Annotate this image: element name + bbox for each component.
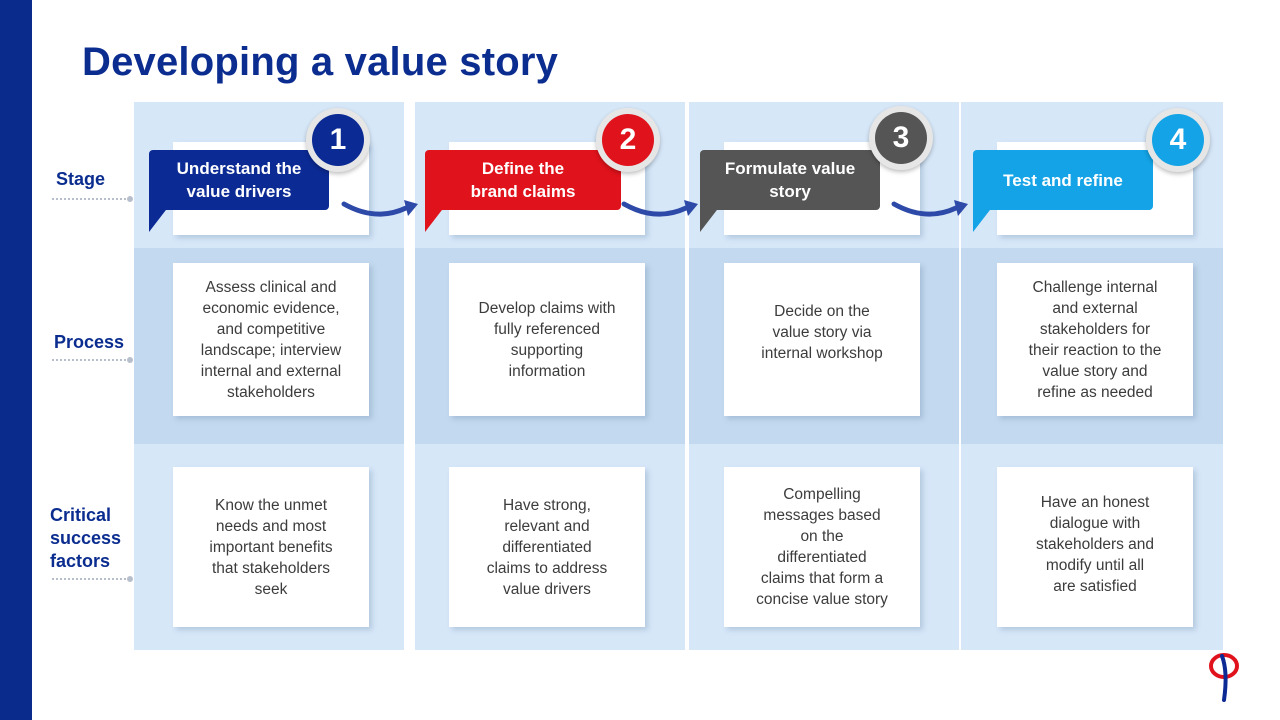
callout-tail xyxy=(700,206,720,232)
process-text-line: landscape; interview xyxy=(200,341,342,359)
process-text-line: value story via xyxy=(772,324,872,341)
csf-card: Have strong, relevant and differentiated… xyxy=(449,467,645,627)
stage-title-line: Define the xyxy=(481,159,565,178)
stage-title-line: value drivers xyxy=(186,182,292,201)
step-number: 4 xyxy=(1152,114,1204,166)
csf-text-line: claims to address xyxy=(486,559,608,577)
csf-card: Know the unmet needs and most important … xyxy=(173,467,369,627)
stage-title-line: brand claims xyxy=(470,182,576,201)
process-text-line: value story and xyxy=(1042,362,1148,380)
stage-callout: Define the brand claims xyxy=(425,150,621,210)
next-step-arrow-1 xyxy=(341,200,418,217)
csf-card: Have an honest dialogue with stakeholder… xyxy=(997,467,1193,627)
csf-text-line: needs and most xyxy=(215,517,327,535)
csf-text-line: modify until all xyxy=(1045,557,1145,574)
callout-tail xyxy=(973,206,993,232)
csf-dotted-connector xyxy=(52,576,133,582)
page-title: Developing a value story xyxy=(82,40,559,84)
row-label-stage: Stage xyxy=(56,169,106,189)
process-text-line: fully referenced xyxy=(494,320,600,338)
step-number-badge: 2 xyxy=(596,108,660,172)
row-label-csf-line: factors xyxy=(50,551,111,571)
callout-tail xyxy=(425,206,445,232)
company-logo-icon xyxy=(1209,653,1239,702)
row-label-csf-line: Critical xyxy=(50,505,112,525)
step-column-1: Assess clinical and economic evidence, a… xyxy=(134,102,404,650)
step-column-3: Decide on the value story via internal w… xyxy=(689,102,959,650)
csf-text-line: claims that form a xyxy=(760,570,884,587)
process-text-line: internal workshop xyxy=(761,345,883,362)
csf-text-line: that stakeholders xyxy=(211,559,331,577)
process-text-line: Challenge internal xyxy=(1032,278,1158,296)
process-dotted-connector xyxy=(52,357,133,363)
process-text-line: refine as needed xyxy=(1037,383,1153,401)
process-text-line: and external xyxy=(1052,299,1138,317)
next-step-arrow-2 xyxy=(621,200,698,217)
step-number-badge: 4 xyxy=(1146,108,1210,172)
csf-text-line: messages based xyxy=(763,507,881,524)
step-number: 1 xyxy=(312,114,364,166)
step-column-2: Develop claims with fully referenced sup… xyxy=(415,102,685,650)
csf-text-line: differentiated xyxy=(777,549,867,566)
process-text-line: Develop claims with xyxy=(478,299,616,317)
process-text-line: stakeholders for xyxy=(1039,320,1151,338)
csf-text-line: relevant and xyxy=(504,517,590,535)
process-text-line: Decide on the xyxy=(774,303,870,320)
stage-callout: Test and refine xyxy=(973,150,1153,210)
left-accent-bar xyxy=(0,0,32,720)
csf-text-line: Have strong, xyxy=(503,496,591,514)
csf-text-line: dialogue with xyxy=(1049,515,1141,532)
process-text-line: their reaction to the xyxy=(1028,341,1162,359)
csf-text-line: important benefits xyxy=(209,538,333,556)
csf-card: Compelling messages based on the differe… xyxy=(724,467,920,627)
stage-callout: Formulate value story xyxy=(700,150,880,210)
callout-tail xyxy=(149,206,169,232)
stage-title-line: Understand the xyxy=(176,159,302,178)
csf-text-line: Know the unmet xyxy=(214,496,327,514)
stage-dotted-connector xyxy=(52,196,133,202)
stage-callout: Understand the value drivers xyxy=(149,150,329,210)
process-text-line: internal and external xyxy=(200,362,342,380)
csf-text-line: differentiated xyxy=(502,538,592,556)
csf-text-line: Compelling xyxy=(783,486,861,503)
csf-text-line: are satisfied xyxy=(1053,578,1137,595)
row-label-csf-line: success xyxy=(50,528,122,548)
step-number: 3 xyxy=(875,112,927,164)
row-label-critical-success-factors: Critical success factors xyxy=(50,504,121,573)
stage-title-line: Formulate value xyxy=(724,159,856,178)
csf-text-line: Have an honest xyxy=(1040,494,1150,511)
step-number-badge: 3 xyxy=(869,106,933,170)
process-text-line: information xyxy=(508,362,586,380)
process-card: Assess clinical and economic evidence, a… xyxy=(173,263,369,416)
process-text-line: stakeholders xyxy=(227,383,315,401)
stage-title-line: story xyxy=(769,182,811,201)
csf-text-line: value drivers xyxy=(503,580,591,598)
process-text-line: and competitive xyxy=(216,320,326,338)
process-text-line: economic evidence, xyxy=(202,299,340,317)
step-column-4: Challenge internal and external stakehol… xyxy=(961,102,1223,650)
process-text-line: supporting xyxy=(510,341,584,359)
csf-text-line: seek xyxy=(254,580,288,598)
process-card: Decide on the value story via internal w… xyxy=(724,263,920,416)
stage-title-line: Test and refine xyxy=(1003,170,1123,190)
step-number-badge: 1 xyxy=(306,108,370,172)
next-step-arrow-3 xyxy=(891,200,968,217)
csf-text-line: stakeholders and xyxy=(1035,536,1155,553)
row-label-process: Process xyxy=(54,332,125,352)
csf-text-line: on the xyxy=(800,528,844,545)
csf-text-line: concise value story xyxy=(756,591,888,608)
step-number: 2 xyxy=(602,114,654,166)
process-card: Develop claims with fully referenced sup… xyxy=(449,263,645,416)
process-card: Challenge internal and external stakehol… xyxy=(997,263,1193,416)
process-text-line: Assess clinical and xyxy=(205,278,337,296)
